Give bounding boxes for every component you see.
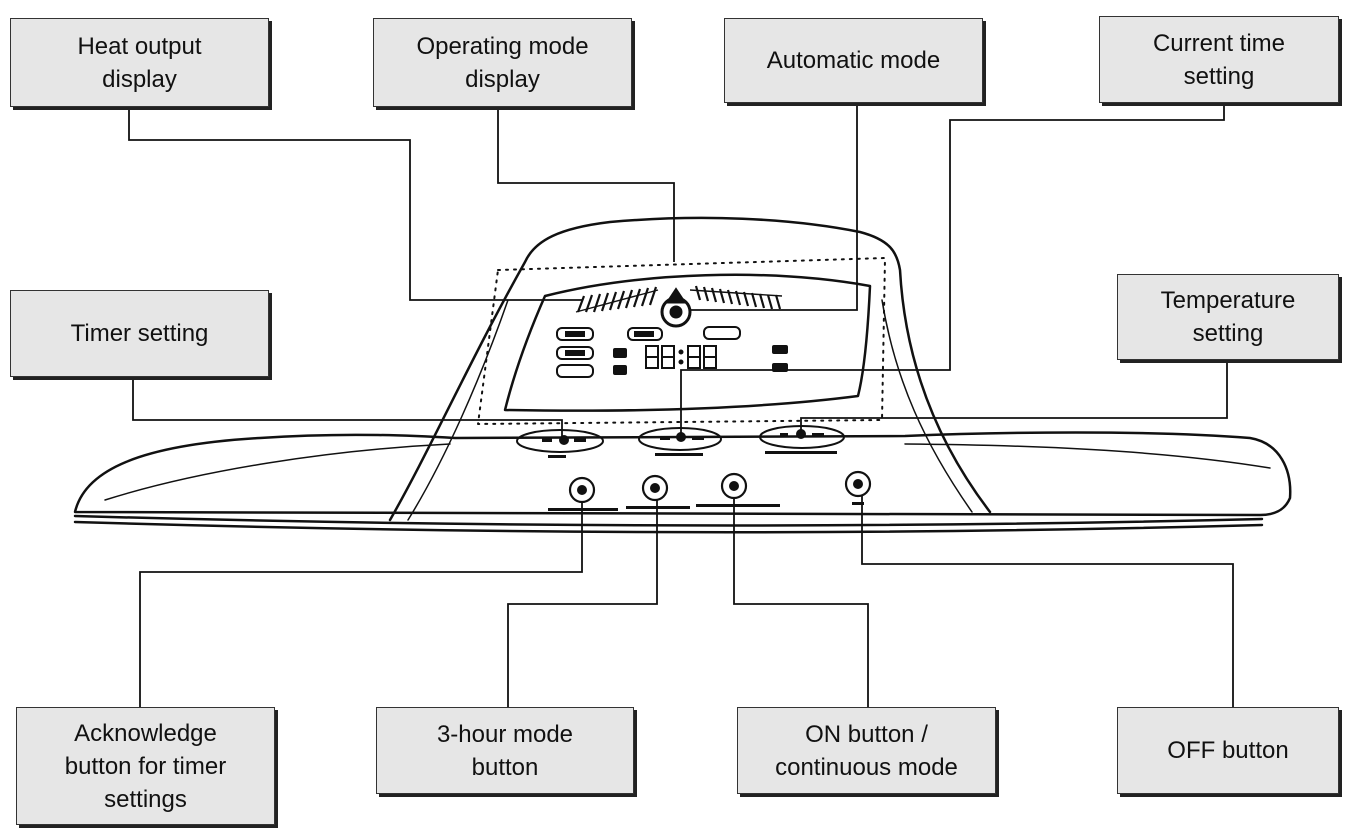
leader-operating-mode [497, 107, 675, 262]
rotary-knobs [516, 425, 845, 453]
callout-current-time-setting: Current time setting [1099, 16, 1339, 103]
callout-line: ON button / [805, 720, 928, 748]
leader-off-button [861, 496, 1234, 707]
callout-line: 3-hour mode [436, 720, 574, 748]
callout-line: settings [104, 785, 187, 813]
leader-on-button [733, 498, 869, 707]
callout-line: display [102, 65, 177, 93]
panel-base-outline [73, 431, 1292, 517]
callout-line: continuous mode [775, 753, 958, 781]
leader-temperature [800, 360, 1228, 434]
callout-temperature-setting: Temperature setting [1117, 274, 1339, 360]
display-window-outline [503, 273, 872, 412]
leader-acknowledge [139, 502, 583, 707]
callout-line: Operating mode [416, 32, 589, 60]
panel-base-bottom [73, 514, 1264, 527]
panel-body-inner-right [881, 299, 973, 513]
leader-timer [132, 377, 563, 440]
callout-line: setting [1183, 62, 1255, 90]
display-buttons [556, 326, 741, 378]
time-digits [645, 345, 717, 369]
callout-line: OFF button [1167, 737, 1289, 764]
display-dotted-border [477, 257, 886, 425]
callout-line: Heat output [77, 32, 202, 60]
heat-output-bars [575, 285, 783, 313]
callout-line: Temperature [1160, 287, 1296, 314]
callout-line: setting [1192, 320, 1264, 347]
callout-line: Timer setting [70, 320, 209, 347]
leader-lines [128, 103, 1234, 707]
panel-body-inner-left [407, 299, 509, 521]
callout-line: display [465, 65, 540, 93]
panel-base-bottom-edge [73, 520, 1264, 534]
callout-off-button: OFF button [1117, 707, 1339, 794]
callout-operating-mode-display: Operating mode display [373, 18, 632, 107]
callout-heat-output-display: Heat output display [10, 18, 269, 107]
callout-acknowledge-button: Acknowledge button for timer settings [16, 707, 275, 825]
leader-heat-output [128, 107, 582, 301]
callout-on-button: ON button / continuous mode [737, 707, 996, 794]
callout-automatic-mode: Automatic mode [724, 18, 983, 103]
callout-line: Current time [1152, 29, 1286, 57]
callout-line: button [471, 753, 539, 781]
push-buttons [568, 470, 872, 504]
display-indicators [565, 331, 788, 375]
leader-current-time [680, 103, 1225, 437]
callout-line: Acknowledge [74, 719, 217, 747]
callout-line: Automatic mode [766, 47, 941, 74]
automatic-mode-symbol [660, 287, 692, 328]
callout-line: button for timer [64, 752, 227, 780]
panel-wing-inner-right [904, 443, 1271, 469]
callout-three-hour-mode-button: 3-hour mode button [376, 707, 634, 794]
panel-wing-inner-left [104, 443, 451, 501]
leader-three-hour [507, 500, 658, 707]
panel-body-outline [388, 216, 992, 522]
leader-automatic-mode [690, 103, 858, 311]
callout-timer-setting: Timer setting [10, 290, 269, 377]
